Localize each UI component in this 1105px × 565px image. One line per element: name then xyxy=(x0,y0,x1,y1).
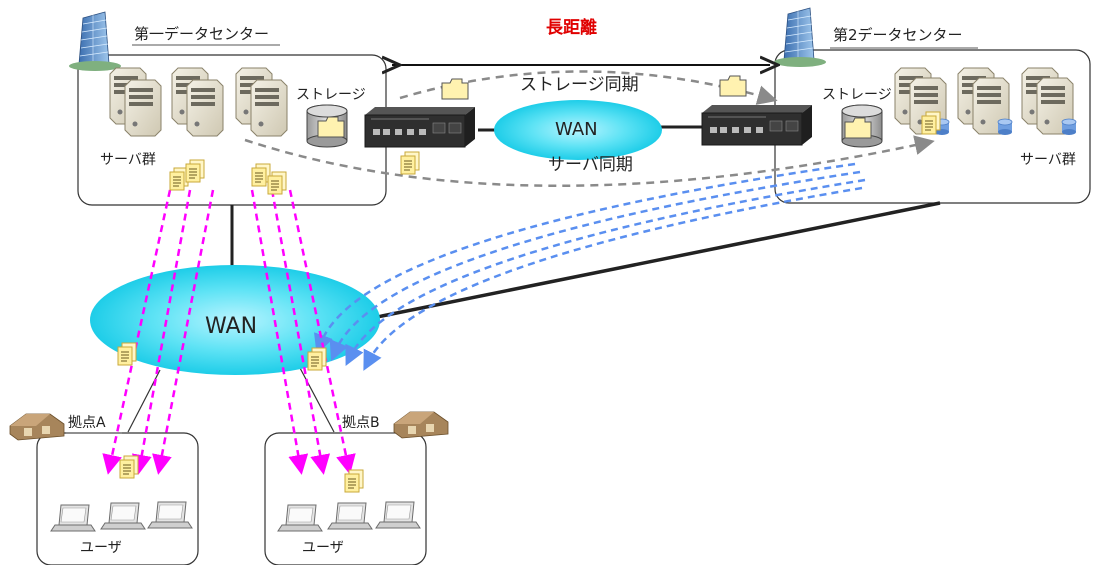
wan-top-cloud xyxy=(494,100,662,160)
dc2-title: 第2データセンター xyxy=(833,26,963,44)
wan-to-site-b-line xyxy=(299,367,335,433)
site-b-laptop-icon-2 xyxy=(327,502,373,530)
dc1-doc-icon-4 xyxy=(267,171,287,195)
site-a-laptop-icon-1 xyxy=(50,504,96,532)
site-a-laptop-icon-2 xyxy=(100,502,146,530)
dc1-doc-icon-1 xyxy=(169,167,189,191)
dc2-servers-label: サーバ群 xyxy=(1020,152,1076,168)
dc1-servers-label: サーバ群 xyxy=(100,152,156,168)
server-sync-label: サーバ同期 xyxy=(548,155,633,175)
site-b-users-label: ユーザ xyxy=(302,540,344,556)
site-a-doc-icon xyxy=(119,455,139,479)
dc1-server-icon-2b xyxy=(186,79,224,137)
magenta-flow-a1 xyxy=(102,189,172,475)
dc1-doc-icon-2 xyxy=(185,159,205,183)
dc1-server-icon-1b xyxy=(124,79,162,137)
magenta-flow-a3 xyxy=(152,189,215,475)
sync-doc-icon xyxy=(400,151,420,175)
site-a-house-icon xyxy=(9,413,65,441)
dc1-storage-label: ストレージ xyxy=(296,87,366,103)
dc2-server-icon-3b xyxy=(1037,78,1076,135)
sync-folder-icon-1 xyxy=(441,78,469,100)
magenta-flow-b3 xyxy=(288,189,356,475)
site-a-laptop-icon-3 xyxy=(147,501,193,529)
wan-to-dc2-line xyxy=(371,201,941,320)
blue-flow-4 xyxy=(363,186,863,371)
site-b-laptop-icon-1 xyxy=(277,504,323,532)
site-a-users-label: ユーザ xyxy=(80,540,122,556)
site-b-label: 拠点B xyxy=(342,415,380,431)
dc1-server-icon-3b xyxy=(250,79,288,137)
dc2-server-icon-2b xyxy=(973,78,1012,135)
magenta-flow-b1 xyxy=(250,189,309,475)
site-b-laptop-icon-3 xyxy=(375,501,421,529)
blue-flow-3 xyxy=(314,162,856,355)
magenta-flow-a2 xyxy=(131,189,192,475)
router-2-icon xyxy=(701,104,813,146)
dc1-building-icon xyxy=(68,11,122,72)
dc1-title: 第一データセンター xyxy=(134,25,270,43)
storage-sync-label: ストレージ同期 xyxy=(520,75,639,95)
dc2-building-icon xyxy=(773,7,827,68)
wan-main-label: WAN xyxy=(205,314,258,339)
site-b-doc-icon xyxy=(344,469,364,493)
magenta-flow-b2 xyxy=(270,189,331,475)
dc1-doc-icon-3 xyxy=(251,163,271,187)
blue-flow-2 xyxy=(329,170,861,362)
sync-folder-icon-2 xyxy=(719,75,747,97)
long-distance-label: 長距離 xyxy=(546,18,597,38)
site-b-house-icon xyxy=(393,411,449,439)
site-a-label: 拠点A xyxy=(68,415,106,431)
router-1-icon xyxy=(364,106,476,148)
blue-flow-1 xyxy=(345,178,866,366)
dc2-storage-label: ストレージ xyxy=(822,87,892,103)
wan-top-label: WAN xyxy=(555,119,598,140)
server-sync-arrow xyxy=(244,135,935,187)
